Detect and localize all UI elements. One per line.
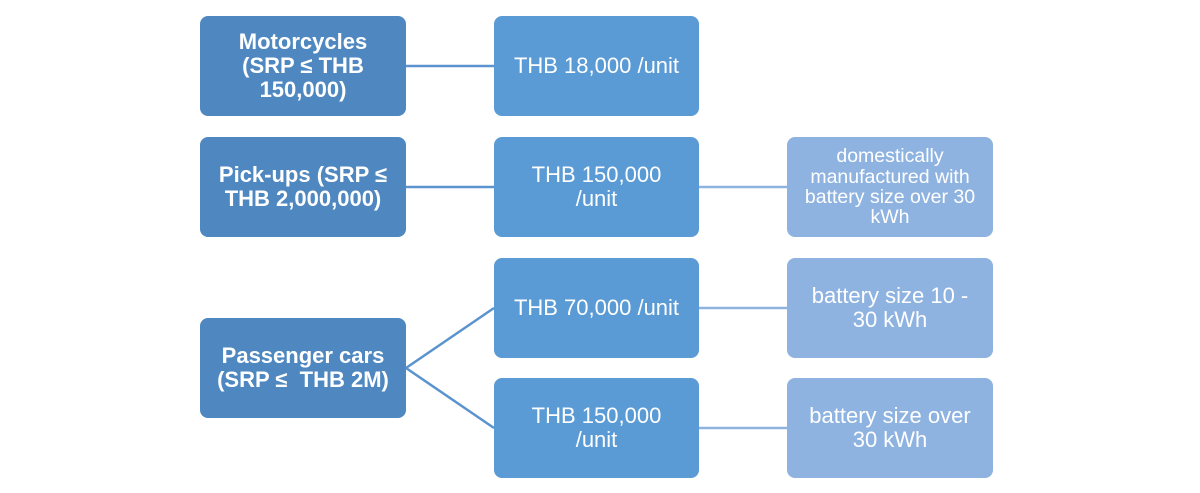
condition-passenger-70k: battery size 10 - 30 kWh [787, 258, 993, 358]
category-pickups: Pick-ups (SRP ≤ THB 2,000,000) [200, 137, 406, 237]
connector-passenger-70k [405, 306, 495, 370]
condition-pickups: domestically manufactured with battery s… [787, 137, 993, 237]
category-label: Motorcycles (SRP ≤ THB 150,000) [238, 29, 368, 102]
condition-passenger-150k: battery size over 30 kWh [787, 378, 993, 478]
subsidy-amount: THB 150,000 /unit [531, 162, 662, 211]
subsidy-passenger-150k: THB 150,000 /unit [494, 378, 699, 478]
condition-text: domestically manufactured with battery s… [804, 145, 976, 229]
subsidy-amount: THB 150,000 /unit [531, 403, 662, 452]
category-label: Pick-ups (SRP ≤ THB 2,000,000) [218, 162, 388, 211]
category-passenger-cars: Passenger cars (SRP ≤ THB 2M) [200, 318, 406, 418]
condition-text: battery size 10 - 30 kWh [811, 283, 969, 332]
subsidy-amount: THB 18,000 /unit [513, 53, 680, 79]
subsidy-pickups: THB 150,000 /unit [494, 137, 699, 237]
subsidy-amount: THB 70,000 /unit [513, 295, 680, 321]
category-label: Passenger cars (SRP ≤ THB 2M) [217, 343, 391, 392]
subsidy-passenger-70k: THB 70,000 /unit [494, 258, 699, 358]
category-motorcycles: Motorcycles (SRP ≤ THB 150,000) [200, 16, 406, 116]
condition-text: battery size over 30 kWh [809, 403, 971, 452]
connector-passenger-150k [405, 366, 495, 430]
subsidy-motorcycles: THB 18,000 /unit [494, 16, 699, 116]
